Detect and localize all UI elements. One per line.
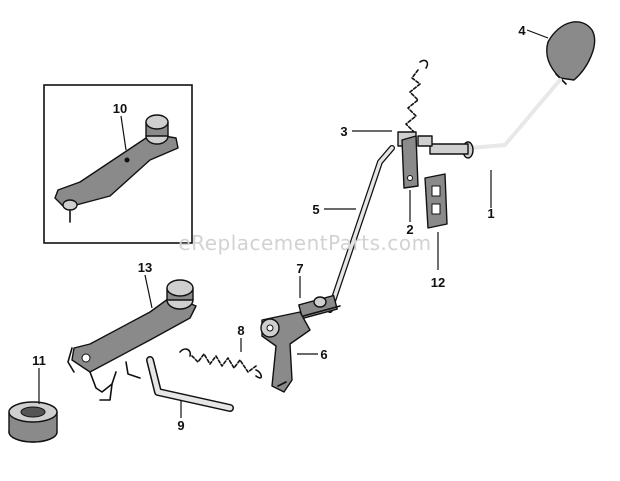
callout-8: 8 (237, 323, 244, 338)
inset-box (43, 84, 193, 244)
part-7-fitting (295, 294, 341, 320)
part-2-bracket (401, 135, 433, 189)
callout-9: 9 (177, 418, 184, 433)
callout-13: 13 (138, 260, 152, 275)
callout-10: 10 (113, 101, 127, 116)
callout-1: 1 (487, 206, 494, 221)
part-8-spring (179, 348, 263, 379)
part-6-lever (260, 311, 311, 393)
leader-lines (38, 29, 549, 418)
callout-3: 3 (340, 124, 347, 139)
part-3-spring (397, 59, 429, 147)
part-9-rod (146, 356, 234, 412)
part-4-knob (546, 21, 596, 85)
callout-11: 11 (32, 353, 46, 368)
callout-7: 7 (296, 261, 303, 276)
part-5-rod (327, 145, 395, 313)
part-13-arm (67, 279, 197, 401)
callout-12: 12 (431, 275, 445, 290)
callouts: 1 2 3 4 5 6 7 8 9 10 11 12 13 (32, 23, 526, 433)
callout-5: 5 (312, 202, 319, 217)
callout-6: 6 (320, 347, 327, 362)
part-1-shift-lever (429, 78, 562, 159)
part-10-arm (54, 114, 179, 223)
part-12-plate (424, 173, 448, 229)
callout-2: 2 (406, 222, 413, 237)
callout-4: 4 (518, 23, 526, 38)
part-11-bushing (8, 401, 58, 443)
watermark: eReplacementParts.com (178, 231, 431, 255)
